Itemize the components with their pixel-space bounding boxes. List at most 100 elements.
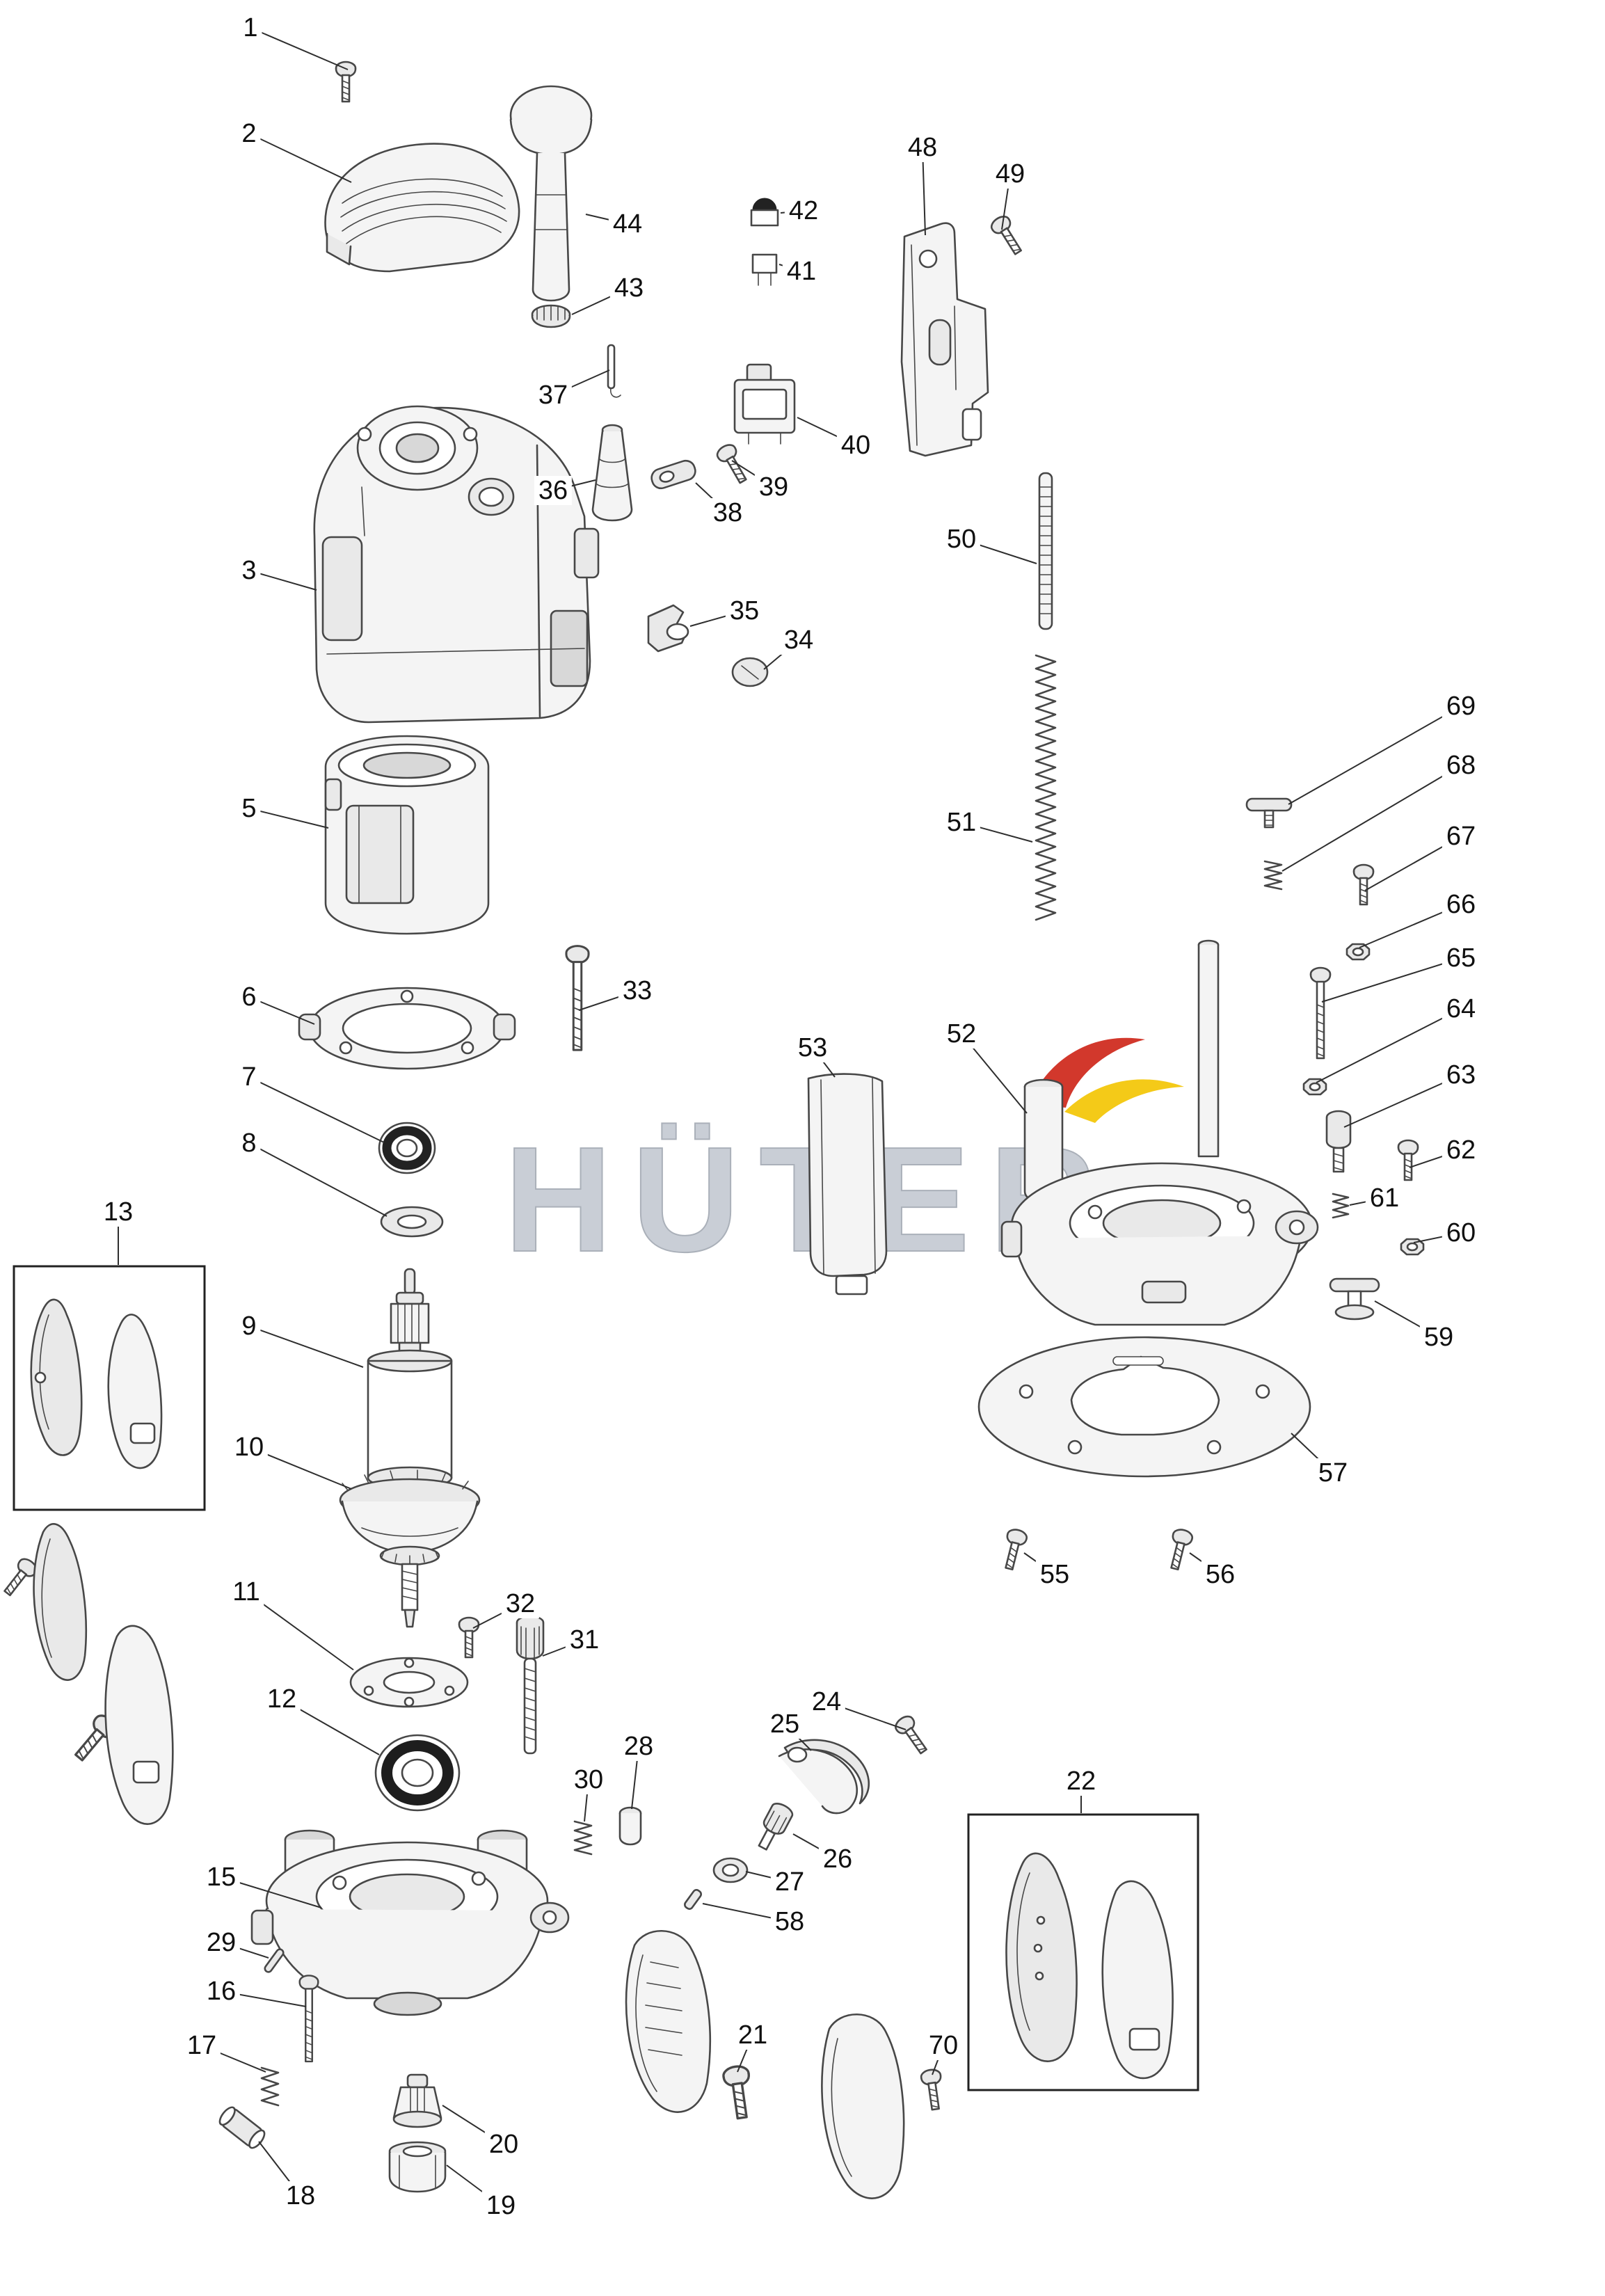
leader-line-1 (250, 27, 349, 70)
plunge-base-assembly (1000, 797, 1425, 1326)
part-25-clamp-lever (778, 1739, 870, 1815)
leader-line-62 (1409, 1149, 1462, 1168)
leader-line-68 (1281, 765, 1462, 872)
part-43-lock-nut (531, 304, 571, 328)
part-17-spring (260, 2066, 280, 2107)
part-28-sleeve (618, 1806, 642, 1846)
leader-line-32 (472, 1603, 521, 1629)
leader-line-61 (1349, 1197, 1385, 1206)
leader-line-59 (1374, 1300, 1439, 1338)
leader-line-53 (812, 1047, 836, 1078)
leader-line-56 (1189, 1552, 1221, 1575)
leader-line-11 (246, 1591, 354, 1671)
leader-line-26 (792, 1833, 838, 1860)
leader-line-66 (1359, 904, 1462, 948)
part-55-screw (998, 1526, 1030, 1572)
part-13-handle-set (13, 1265, 206, 1511)
part-50-rod (1038, 472, 1053, 630)
part-20-collet (392, 2073, 442, 2128)
part-6-insulation-ring (298, 987, 516, 1070)
leader-line-63 (1343, 1074, 1462, 1128)
leader-line-3 (248, 570, 317, 591)
leader-line-51 (961, 822, 1033, 843)
part-22-handle-set (967, 1813, 1199, 2091)
leader-line-31 (542, 1639, 585, 1657)
part-15-base-housing (250, 1829, 570, 2016)
watermark-text: HÜTER (504, 1115, 1117, 1283)
part-35-bearing-retainer (647, 604, 689, 653)
part-32-screw (458, 1616, 480, 1659)
leader-line-2 (248, 133, 352, 183)
part-1-screw (335, 61, 357, 103)
leader-line-40 (797, 417, 856, 446)
leader-line-41 (778, 264, 802, 272)
part-42-brush-cap (750, 198, 779, 227)
part-3-motor-housing (313, 405, 600, 724)
part-69-wing-bolt (1245, 797, 1293, 829)
part-49-screw (988, 212, 1028, 259)
leader-line-12 (281, 1698, 380, 1755)
part-65-screw (1309, 966, 1332, 1060)
watermark: HÜTER (504, 1037, 1184, 1284)
leader-line-28 (631, 1746, 639, 1810)
leader-line-19 (446, 2165, 502, 2206)
watermark-flame-yellow-icon (1064, 1079, 1184, 1123)
leader-line-27 (745, 1871, 790, 1883)
part-57-sub-base (977, 1336, 1311, 1478)
handle-parts-left (0, 1523, 174, 1825)
part-44-handle-knob (509, 85, 593, 302)
leader-line-57 (1291, 1433, 1334, 1474)
part-34-cap (731, 657, 769, 687)
leader-line-65 (1321, 957, 1462, 1003)
part-30-spring (573, 1820, 593, 1856)
leader-line-24 (826, 1701, 907, 1730)
leader-line-35 (689, 610, 745, 627)
leader-line-10 (248, 1446, 352, 1490)
leader-line-20 (442, 2105, 504, 2145)
leader-line-43 (571, 287, 630, 315)
part-63-stop-bolt (1325, 1110, 1352, 1173)
part-58-pin (684, 1889, 702, 1910)
leader-line-8 (248, 1142, 388, 1217)
plunge-rod (1197, 939, 1220, 1158)
part-67-screw (1352, 863, 1375, 906)
part-62-screw (1397, 1139, 1419, 1181)
part-59-depth-stop (1329, 1277, 1380, 1321)
part-66-nut (1346, 943, 1371, 961)
part-26-bolt (758, 1802, 794, 1851)
part-11-flange-ring (349, 1657, 469, 1708)
leader-line-9 (248, 1325, 364, 1368)
part-31-clamp-bolt (516, 1615, 545, 1755)
leader-line-50 (961, 539, 1037, 564)
leader-line-52 (961, 1033, 1028, 1114)
part-7-bearing (378, 1122, 436, 1174)
leader-line-21 (737, 2034, 753, 2073)
leader-line-30 (584, 1779, 589, 1822)
leader-line-18 (258, 2141, 301, 2197)
leader-line-69 (1288, 705, 1462, 805)
part-56-screw (1164, 1526, 1195, 1572)
base-cover-right (821, 2014, 905, 2199)
part-29-pin (264, 1948, 285, 1973)
part-5-stator (324, 735, 490, 935)
leader-line-42 (780, 210, 804, 214)
leader-line-38 (695, 482, 728, 513)
part-41-carbon-brush (751, 253, 778, 286)
leader-line-48 (922, 147, 926, 236)
leader-line-58 (702, 1903, 790, 1922)
part-48-switch-bracket (900, 222, 989, 457)
part-68-spring (1263, 860, 1283, 891)
plunge-base-housing (1000, 1162, 1319, 1326)
part-8-washer (380, 1206, 444, 1238)
part-27-washer (712, 1857, 749, 1883)
part-33-screw (565, 945, 590, 1051)
part-38-cord-clamp (650, 459, 696, 490)
leader-line-60 (1413, 1232, 1462, 1243)
leader-line-64 (1316, 1008, 1462, 1083)
part-19-collet-nut (388, 2141, 447, 2193)
leader-line-37 (552, 369, 610, 396)
part-16-screw (298, 1975, 319, 2063)
part-21-screw (721, 2064, 756, 2121)
part-18-sleeve (218, 2106, 266, 2149)
